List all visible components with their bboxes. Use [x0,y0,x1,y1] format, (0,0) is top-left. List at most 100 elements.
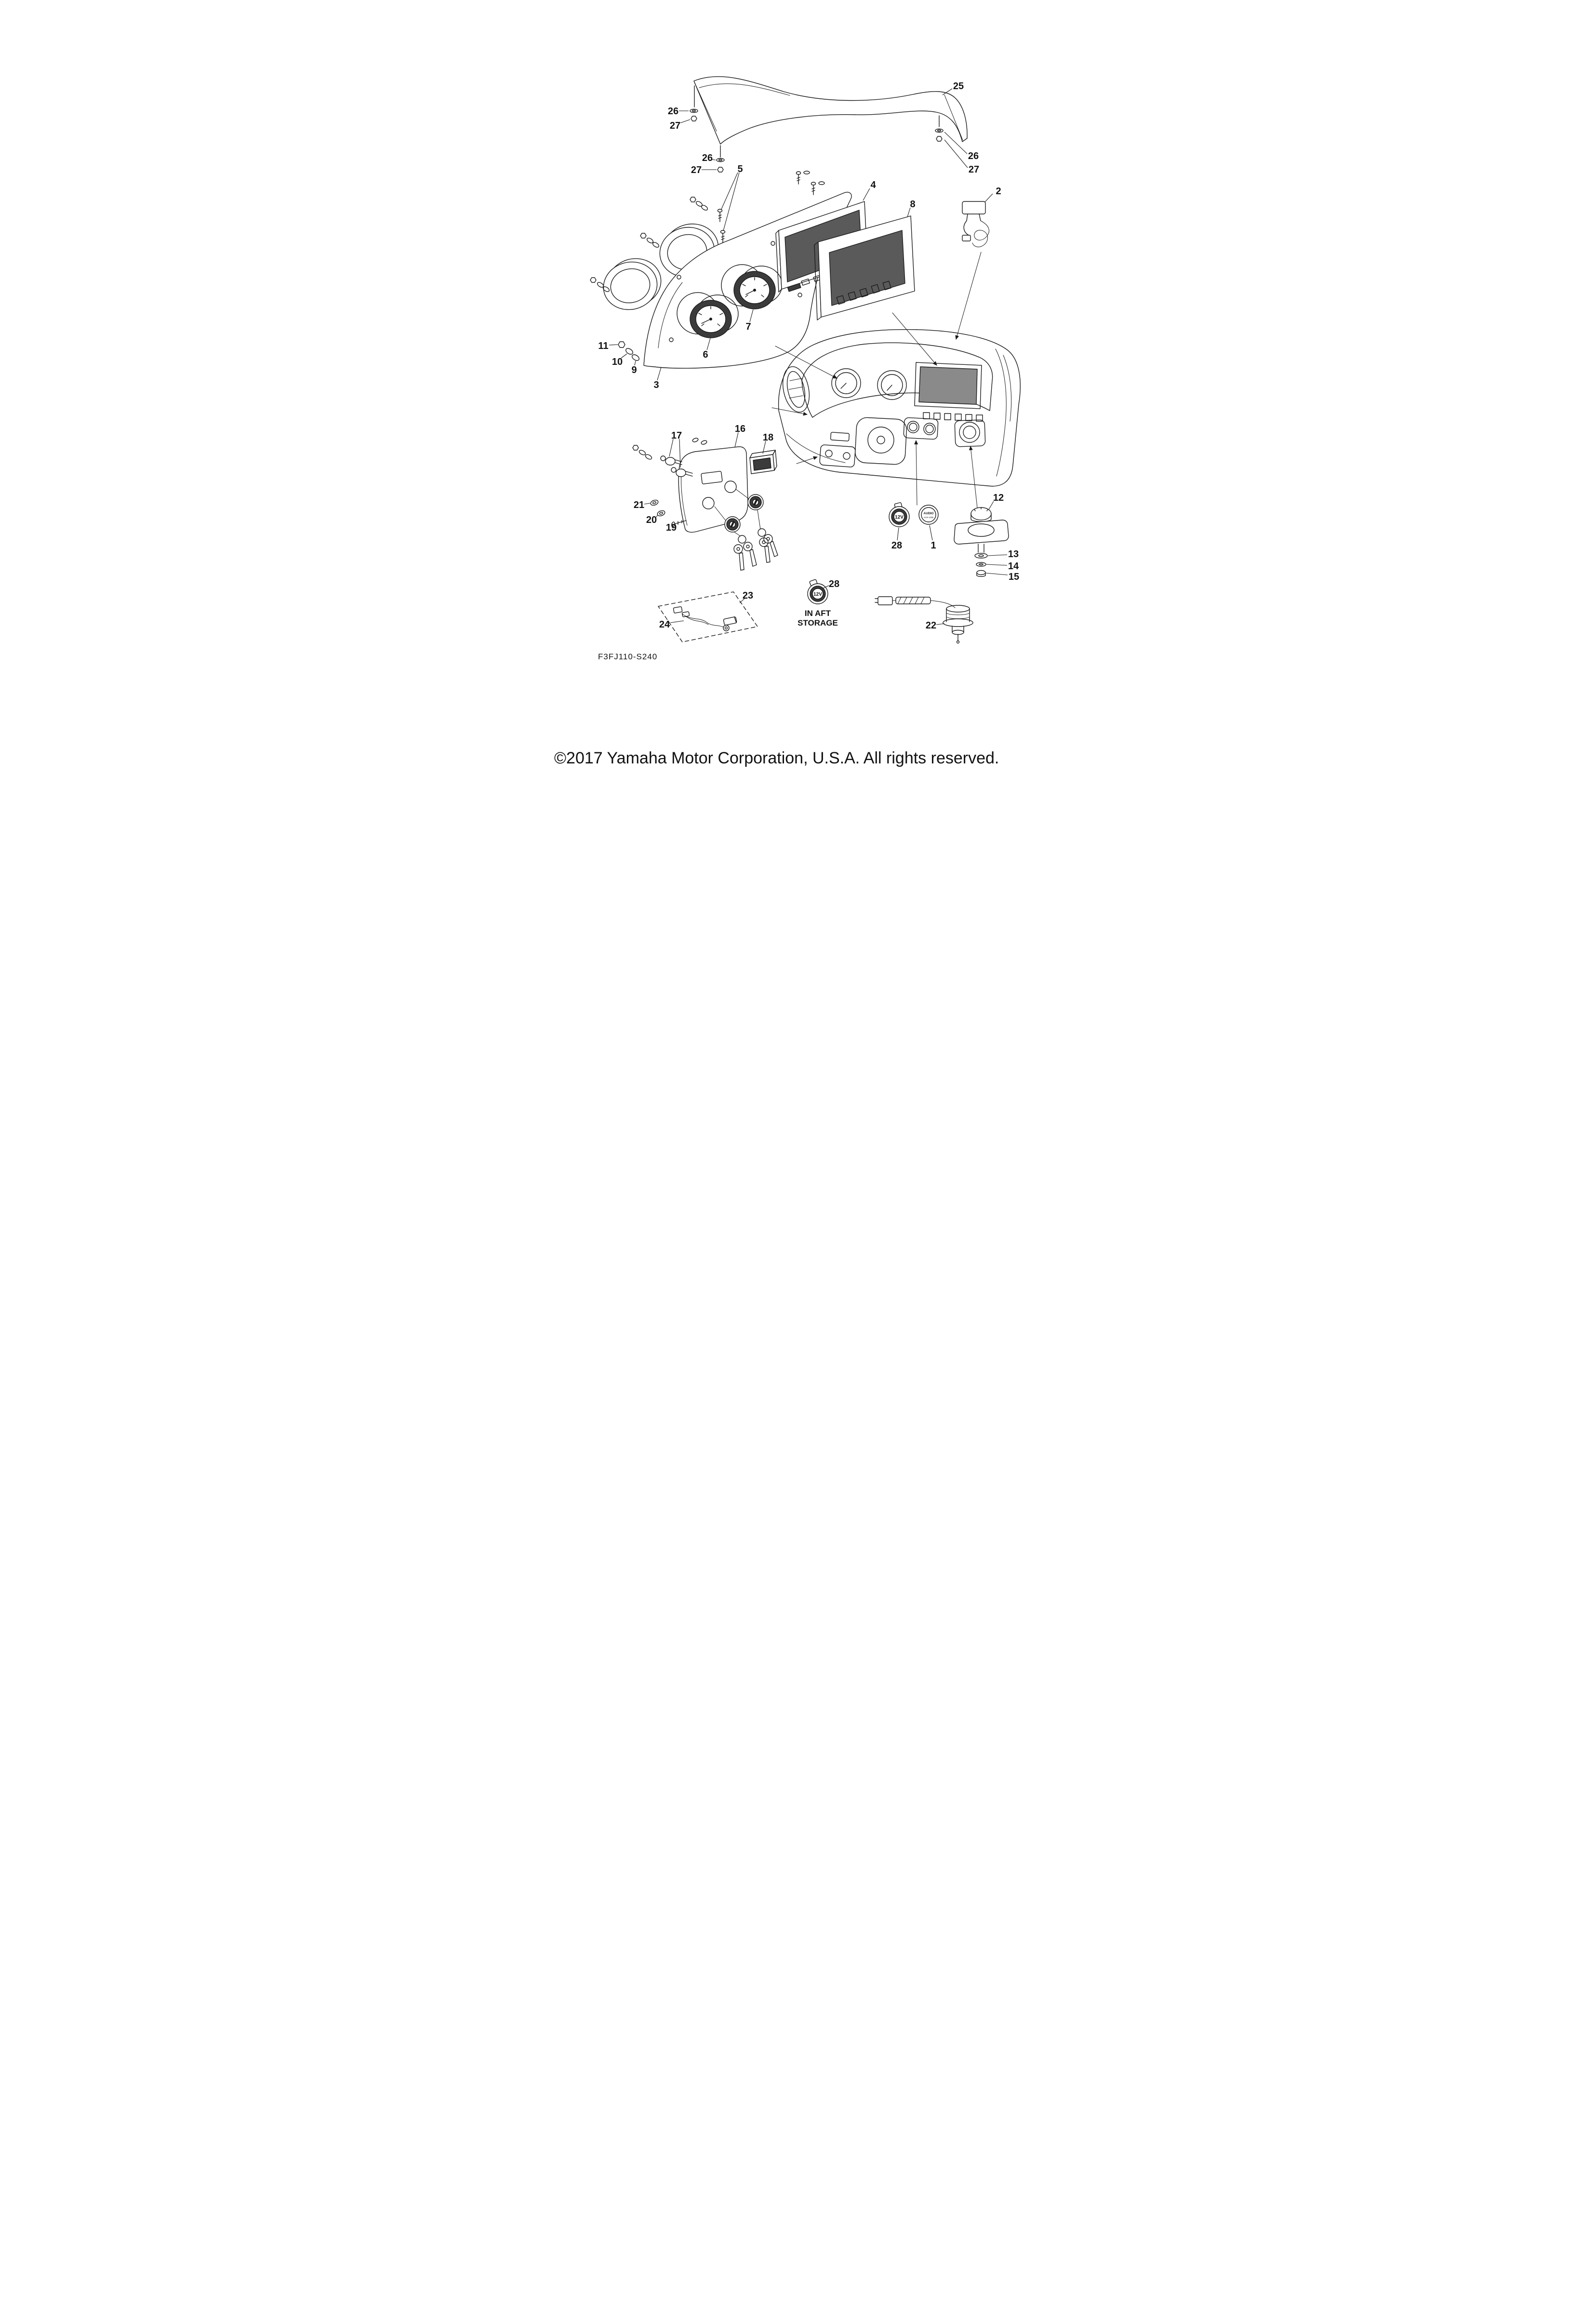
part-24-wire-harness [673,606,737,631]
callout-number-14: 14 [1008,561,1019,572]
callout-number-28: 28 [828,579,839,589]
callout-number-27: 27 [669,120,680,131]
part-17-switches [632,438,707,477]
part-23-kit-box [657,591,758,642]
callout-number-24: 24 [659,619,670,630]
callout-number-9: 9 [631,365,637,375]
callout-number-4: 4 [870,180,876,190]
callout-leader-line [929,525,933,541]
callout-number-21: 21 [633,500,644,510]
callout-leader-line [678,439,681,468]
callout-number-2: 2 [996,186,1001,197]
aft-storage-caption-line2: STORAGE [798,618,838,628]
callout-number-26: 26 [667,106,678,117]
callout-leader-line [734,432,739,448]
callout-number-20: 20 [646,515,656,525]
callout-number-19: 19 [665,522,676,533]
callout-number-22: 22 [925,620,936,631]
callout-leader-line [985,573,1008,575]
copyright-text: ©2017 Yamaha Motor Corporation, U.S.A. A… [554,749,999,767]
visor-washer-nut-left-top [689,108,698,121]
bezel-mount-hardware [589,197,708,292]
callout-number-5: 5 [737,164,743,174]
panel-nut-washers-9-10-11 [617,341,639,361]
callout-leader-line [739,598,744,603]
callout-number-23: 23 [742,590,753,601]
panel-hardware-19-20-21 [650,499,687,527]
part-6-gauge [689,294,739,338]
gauge-bezel-ring-lower [603,258,661,310]
callout-leader-line [671,523,673,525]
callout-leader-line [762,441,766,454]
part-28-socket-12v: 12V [888,502,910,527]
callout-leader-line [944,139,968,168]
callout-leader-line [656,367,662,381]
assembly-arrows [771,252,981,508]
callout-number-1: 1 [930,540,936,551]
part-28-socket-12v-aft: 12V IN AFT STORAGE [798,579,838,628]
callout-leader-line [722,172,740,231]
parts-diagram-page: 12V AUDIO AUX-USB [532,0,1063,775]
callout-number-27: 27 [968,164,979,175]
callout-number-7: 7 [745,321,751,332]
console-assembly [778,329,1021,487]
callout-number-26: 26 [968,151,978,161]
callout-leader-line [706,338,711,350]
callout-number-10: 10 [611,357,622,367]
socket-12v-label: 12V [895,515,904,520]
part-16-switch-panel [678,446,748,533]
lock-cylinders-and-keys [714,489,778,571]
callout-leader-line [906,207,911,217]
callout-number-16: 16 [734,424,745,434]
callout-leader-line [634,361,636,366]
callout-number-27: 27 [691,165,701,175]
part-18-rocker-switch [749,450,777,474]
callout-number-13: 13 [1008,549,1018,560]
part-22-sensor-assembly [874,596,973,644]
callout-leader-line [863,188,870,201]
callout-leader-line [621,353,627,359]
callout-number-12: 12 [993,493,1003,503]
callout-leader-line [936,623,944,625]
callout-leader-line [668,439,674,457]
audio-label: AUDIO [923,512,933,515]
callout-number-18: 18 [762,432,773,443]
callout-layer: 2526272627262754281110936717161821201912… [598,81,1019,631]
part-1-audio-socket: AUDIO AUX-USB [918,505,939,525]
part-5-screws [717,171,825,243]
part-8-display-bezel [813,215,915,321]
part-25-visor [693,76,968,158]
aft-storage-caption-line1: IN AFT [804,609,831,618]
callout-leader-line [670,620,684,623]
callout-number-3: 3 [653,380,659,390]
callout-number-6: 6 [703,349,708,360]
part-2-receiver-unit [961,201,989,247]
callout-leader-line [656,514,658,518]
callout-leader-line [822,585,829,589]
aux-usb-label: AUX-USB [923,516,933,519]
callout-leader-line [986,564,1007,566]
callout-leader-line [944,132,967,154]
callout-leader-line [749,309,754,322]
callout-number-8: 8 [910,199,915,210]
visor-washer-nut-right [934,128,944,142]
part-7-gauge [733,266,783,309]
visor-washer-nut-left-lower [716,158,725,173]
callout-leader-line [680,119,690,123]
callout-number-25: 25 [953,81,963,92]
callout-number-17: 17 [671,430,681,441]
callout-leader-line [984,193,993,202]
diagram-code: F3FJ110-S240 [598,652,657,661]
callout-leader-line [987,554,1007,556]
callout-leader-line [988,501,994,510]
callout-number-26: 26 [702,153,712,163]
part-12-knob-control [953,507,1009,577]
callout-number-15: 15 [1008,572,1019,582]
exploded-parts-diagram: 12V AUDIO AUX-USB [554,76,1021,767]
callout-leader-line [644,503,650,505]
callout-number-11: 11 [598,341,608,351]
socket-12v-aft-label: 12V [813,592,822,597]
callout-leader-line [720,172,738,210]
callout-leader-line [896,527,899,541]
callout-number-28: 28 [891,540,902,551]
